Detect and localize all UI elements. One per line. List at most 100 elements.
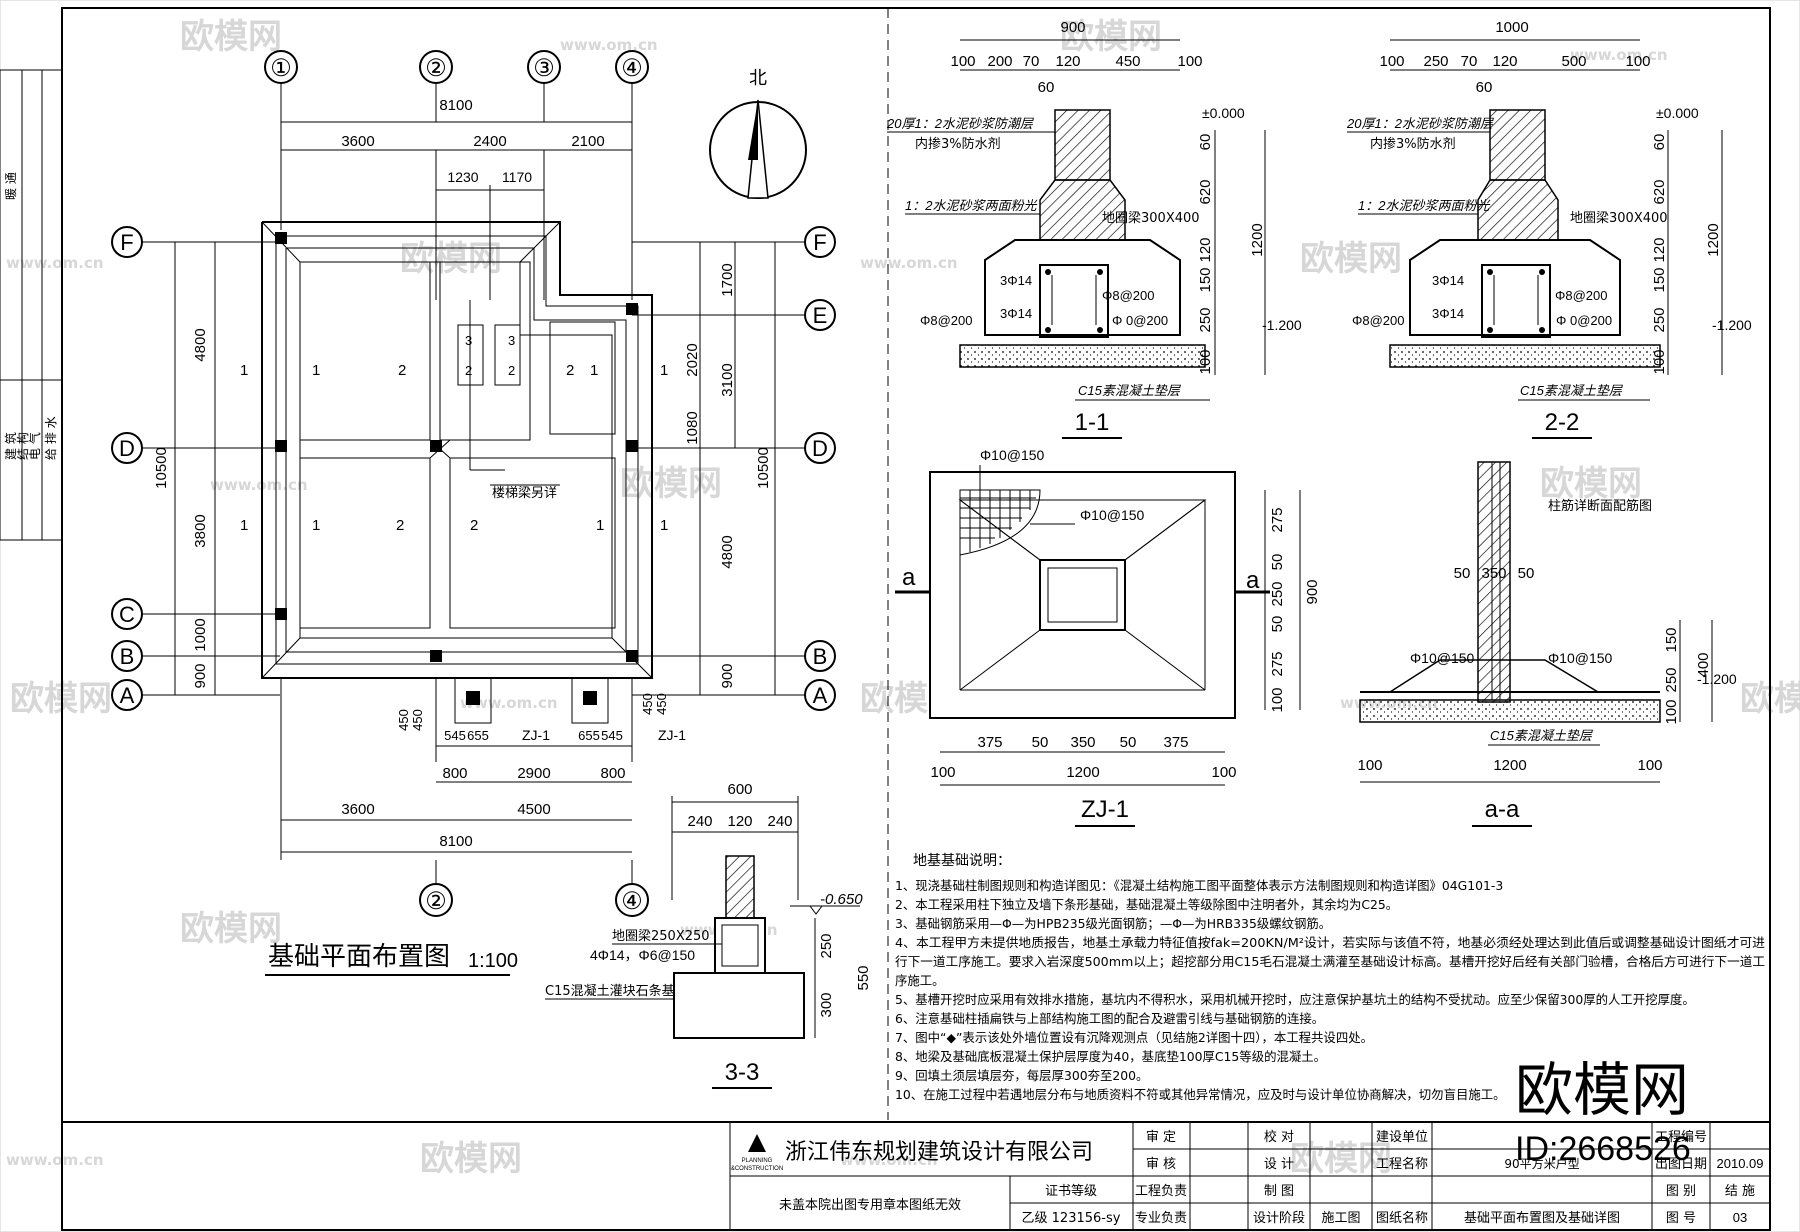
note-item: 2、本工程采用柱下独立及墙下条形基础，基础混凝土等级除图中注明者外，其余均为C2… xyxy=(895,897,1398,912)
tb-cell: 设 计 xyxy=(1264,1157,1294,1172)
axis-label-d: D xyxy=(119,436,135,461)
aa-dim-100c: 100 xyxy=(1637,757,1662,774)
s22-dim-70: 70 xyxy=(1461,53,1478,70)
s22-dim-250: 250 xyxy=(1651,307,1668,332)
axis-label-1: ① xyxy=(270,55,292,82)
section-tag: 2 xyxy=(396,517,404,534)
dim-545: 545 xyxy=(601,728,623,743)
axis-bubbles-top: ① ② ③ ④ xyxy=(264,50,649,122)
s11-rebar-b: 3Φ14 xyxy=(1000,306,1032,321)
s22-note1: 20厚1：2水泥砂浆防潮层 xyxy=(1346,116,1495,131)
axis-label-4: ④ xyxy=(621,55,643,82)
s22-dim-60b: 60 xyxy=(1651,134,1668,151)
dims-left: 4800 3800 1000 900 10500 xyxy=(153,242,216,695)
dim-1230: 1230 xyxy=(447,169,478,185)
s22-title: 2-2 xyxy=(1545,409,1580,436)
watermark-layer: 欧模网 欧模网 欧模网 欧模网 欧模网 欧模网 欧模网 欧模网 欧模网 欧模网 … xyxy=(6,17,1800,1179)
section-tag: 1 xyxy=(596,517,604,534)
watermark-text: 欧模网 xyxy=(180,17,282,57)
s22-dim-100: 100 xyxy=(1379,53,1404,70)
watermark-text: 欧模网 xyxy=(1300,239,1402,279)
foundation-plan: ① ② ③ ④ 8100 3600 2400 2100 1230 1170 xyxy=(111,50,836,976)
dim-10500-right: 10500 xyxy=(755,447,772,489)
section-tag: 1 xyxy=(240,362,248,379)
s22-dim-150: 150 xyxy=(1651,267,1668,292)
s33-title: 3-3 xyxy=(725,1059,760,1086)
section-tag: 2 xyxy=(470,517,478,534)
entrance-piles: ZJ-1 ZJ-1 450 450 450 450 xyxy=(396,677,686,762)
section-3-3: 600 240 120 240 -0.650 地圈梁250X250 4Φ14，Φ… xyxy=(545,781,872,1089)
dim-3800-left: 3800 xyxy=(192,514,209,547)
sheet-number: 03 xyxy=(1733,1210,1747,1225)
s11-dim-620: 620 xyxy=(1197,179,1214,204)
watermark-url: www.om.cn xyxy=(860,254,958,272)
zj1-dim-275: 275 xyxy=(1269,507,1286,532)
tb-cell: 工程负责 xyxy=(1135,1184,1187,1199)
tb-cell: 审 核 xyxy=(1146,1157,1176,1172)
dim-4500: 4500 xyxy=(517,801,550,818)
s33-level: -0.650 xyxy=(820,891,863,908)
note-item: 1、现浇基础柱制图规则和构造详图见：《混凝土结构施工图平面整体表示方法制图规则和… xyxy=(895,878,1503,893)
logo-text: &CONSTRUCTION xyxy=(731,1166,783,1172)
zj1-dim-50: 50 xyxy=(1120,734,1137,751)
watermark-text: 欧模网 xyxy=(1290,1139,1392,1179)
drawing-name: 基础平面布置图及基础详图 xyxy=(1464,1211,1620,1226)
stair-note: 楼梯梁另详 xyxy=(492,486,557,501)
cert-value: 乙级 123156-sy xyxy=(1022,1211,1121,1226)
aa-title: a-a xyxy=(1485,796,1520,823)
watermark-url: www.om.cn xyxy=(6,254,104,272)
s11-dim-120: 120 xyxy=(1055,53,1080,70)
s11-dim-450: 450 xyxy=(1115,53,1140,70)
project-name: 90平方米户型 xyxy=(1504,1156,1579,1171)
dim-900-left: 900 xyxy=(192,663,209,688)
tb-cell: 出图日期 xyxy=(1655,1157,1707,1172)
s22-dim-120b: 120 xyxy=(1651,237,1668,262)
note-item: 5、基槽开挖时应采用有效排水措施，基坑内不得积水，采用机械开挖时，应注意保护基坑… xyxy=(895,992,1695,1007)
s11-beam: 地圈梁300X400 xyxy=(1102,211,1200,226)
note-item: 6、注意基础柱插扁铁与上部结构施工图的配合及避雷引线与基础钢筋的连接。 xyxy=(895,1011,1324,1026)
axis-label-b-right: B xyxy=(813,644,828,669)
plan-title: 基础平面布置图 xyxy=(268,942,450,972)
dim-450: 450 xyxy=(640,693,655,715)
s22-level-bottom: -1.200 xyxy=(1712,317,1752,333)
zj1-dim-50b: 50 xyxy=(1269,554,1286,571)
s11-base: C15素混凝土垫层 xyxy=(1078,383,1182,398)
s11-dim-900: 900 xyxy=(1060,19,1085,36)
s11-rebar-a: 3Φ14 xyxy=(1000,273,1032,288)
axis-label-e-right: E xyxy=(813,303,828,328)
tb-cell: 图纸名称 xyxy=(1376,1210,1428,1226)
zj1-cut-mark-right: a xyxy=(1246,567,1260,594)
foundation-strips: 楼梯梁另详 1 1 2 2 1 1 1 1 2 2 1 1 3 3 xyxy=(240,221,668,679)
section-1-1: 900 100 200 70 120 450 100 60 20厚1：2水泥砂浆… xyxy=(886,19,1302,439)
tb-cell: 设计阶段 xyxy=(1253,1211,1305,1226)
dim-4800-right: 4800 xyxy=(719,535,736,568)
axis-label-b: B xyxy=(120,644,135,669)
axis-label-2: ② xyxy=(425,55,447,82)
aa-dim-50: 50 xyxy=(1454,565,1471,582)
s22-dim-1200: 1200 xyxy=(1705,223,1722,256)
s22-dim-120: 120 xyxy=(1492,53,1517,70)
s11-dim-150: 150 xyxy=(1197,267,1214,292)
s11-stir: Φ8@200 xyxy=(1102,288,1155,303)
title-block: PLANNING &CONSTRUCTION 浙江伟东规划建筑设计有限公司 未盖… xyxy=(61,1121,1771,1231)
section-tag: 3 xyxy=(508,333,515,348)
zj1-dim-900: 900 xyxy=(1304,579,1321,604)
dim-655: 655 xyxy=(467,728,489,743)
foundation-notes: 地基基础说明： 1、现浇基础柱制图规则和构造详图见：《混凝土结构施工图平面整体表… xyxy=(895,852,1765,1102)
north-label: 北 xyxy=(749,68,767,89)
s22-dim-100b: 100 xyxy=(1651,349,1668,374)
dim-3600-bottom: 3600 xyxy=(341,801,374,818)
s11-dim-60: 60 xyxy=(1038,79,1055,96)
watermark-url: www.om.cn xyxy=(1570,46,1668,64)
dim-10500-left: 10500 xyxy=(153,447,170,489)
zj1-title: ZJ-1 xyxy=(1081,796,1129,823)
tb-cell: 审 定 xyxy=(1146,1130,1176,1145)
tb-cell: 校 对 xyxy=(1264,1129,1294,1145)
dim-1000-left: 1000 xyxy=(192,618,209,651)
s33-dim-240: 240 xyxy=(687,813,712,830)
cert-label: 证书等级 xyxy=(1045,1183,1097,1199)
section-tag: 1 xyxy=(660,517,668,534)
s33-dim-120: 120 xyxy=(727,813,752,830)
tb-cell: 专业负责 xyxy=(1135,1211,1187,1226)
s11-title: 1-1 xyxy=(1075,409,1110,436)
